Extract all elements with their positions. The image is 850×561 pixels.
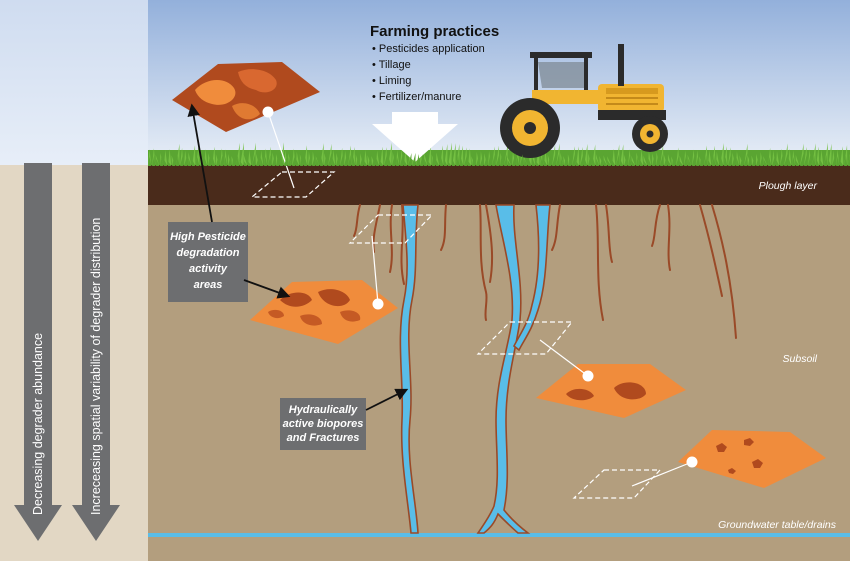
high-activity-callout: High Pesticide degradation activity area… (168, 222, 248, 302)
callout-line: activity (189, 263, 228, 275)
callout-line: Hydraulically (289, 404, 358, 416)
side-sky (0, 0, 148, 165)
subsoil-label: Subsoil (783, 353, 818, 365)
callout-line: degradation (177, 247, 240, 259)
variability-arrow: Increceasing spatial variability of degr… (72, 163, 120, 541)
biopores-callout: Hydraulically active biopores and Fractu… (280, 398, 366, 450)
callout-arrow-up (187, 103, 213, 223)
groundwater-line (148, 533, 850, 537)
biopores-arrow (365, 388, 409, 411)
callout-line: areas (194, 279, 223, 291)
surface-patch (172, 62, 320, 189)
callout-line: High Pesticide (170, 231, 246, 243)
abundance-label: Decreasing degrader abundance (31, 333, 45, 515)
practice-down-arrow (372, 112, 458, 162)
side-soil (0, 165, 148, 561)
abundance-arrow: Decreasing degrader abundance (14, 163, 62, 541)
subsoil-sample-outline-1 (348, 214, 434, 244)
practice-item: • Liming (372, 75, 411, 87)
biopores (399, 204, 551, 534)
callout-line: active biopores (283, 418, 364, 430)
variability-label: Increceasing spatial variability of degr… (89, 218, 103, 515)
tractor-illustration (500, 44, 668, 158)
low-activity-patch (631, 430, 826, 488)
callout-arrow-right (243, 279, 291, 299)
plough-layer (148, 165, 850, 205)
practice-item: • Pesticides application (372, 43, 485, 55)
moderate-activity-patch (536, 339, 686, 418)
practice-item: • Tillage (372, 59, 411, 71)
practice-item: • Fertilizer/manure (372, 91, 461, 103)
plough-layer-label: Plough layer (759, 180, 818, 192)
grass-front (148, 152, 850, 166)
farming-title: Farming practices (370, 23, 499, 40)
grass-blades (148, 142, 850, 166)
plough-sample-outline (250, 171, 336, 198)
groundwater-label: Groundwater table/drains (718, 519, 837, 531)
subsoil-sample-outline-2 (476, 321, 574, 355)
callout-line: and Fractures (287, 432, 360, 444)
